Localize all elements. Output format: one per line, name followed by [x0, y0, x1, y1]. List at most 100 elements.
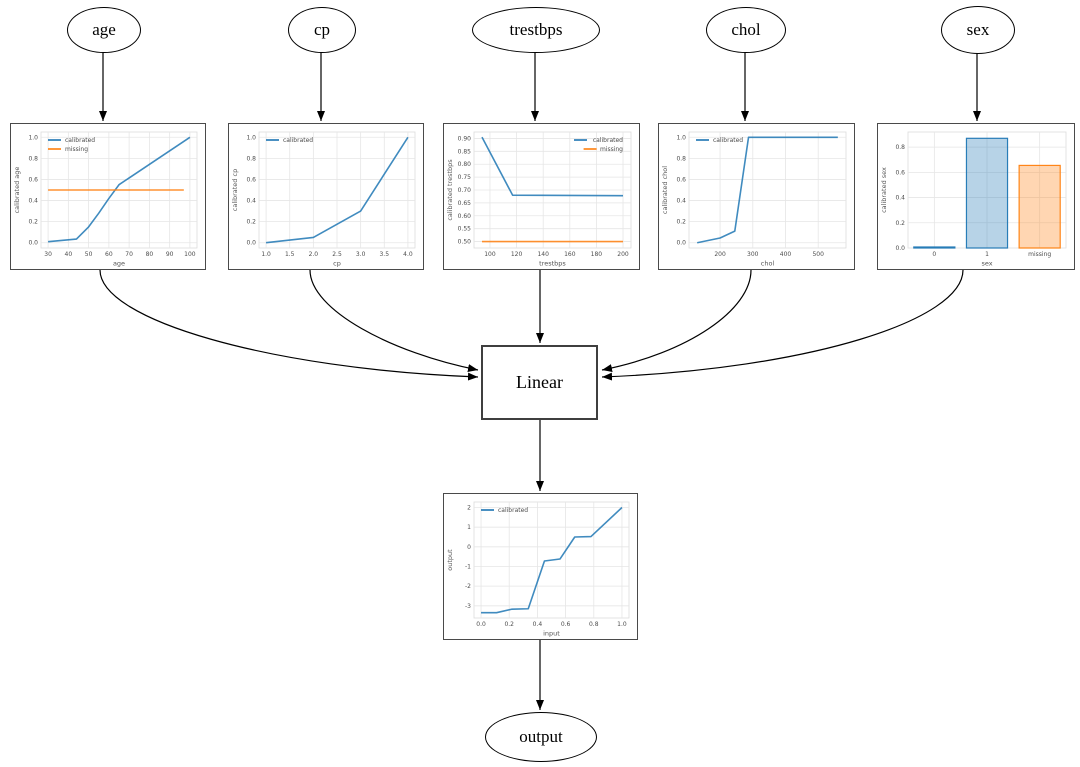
- svg-text:1.5: 1.5: [285, 251, 295, 258]
- svg-text:missing: missing: [600, 146, 623, 153]
- svg-text:2: 2: [467, 505, 471, 512]
- input-node-chol-label: chol: [731, 20, 761, 39]
- svg-text:calibrated: calibrated: [593, 137, 623, 144]
- svg-text:1.0: 1.0: [617, 621, 627, 628]
- input-node-age-label: age: [92, 20, 116, 39]
- svg-text:400: 400: [780, 251, 792, 258]
- svg-text:0.8: 0.8: [28, 155, 38, 162]
- input-node-age: age: [67, 7, 141, 53]
- svg-text:200: 200: [714, 251, 726, 258]
- svg-text:300: 300: [747, 251, 759, 258]
- svg-text:140: 140: [537, 251, 549, 258]
- svg-text:120: 120: [511, 251, 523, 258]
- svg-text:0.4: 0.4: [246, 198, 256, 205]
- svg-text:0.2: 0.2: [504, 621, 514, 628]
- svg-text:trestbps: trestbps: [539, 260, 566, 268]
- svg-text:70: 70: [125, 251, 133, 258]
- edge-age-calibrator-to-linear: [99, 269, 479, 381]
- svg-text:0.60: 0.60: [458, 213, 472, 220]
- svg-text:0.6: 0.6: [895, 169, 905, 176]
- svg-text:calibrated age: calibrated age: [13, 167, 21, 214]
- svg-text:180: 180: [591, 251, 603, 258]
- svg-text:0.0: 0.0: [476, 621, 486, 628]
- svg-text:1: 1: [467, 524, 471, 531]
- svg-text:0.4: 0.4: [28, 198, 38, 205]
- svg-text:1: 1: [985, 251, 989, 258]
- svg-text:2.5: 2.5: [332, 251, 342, 258]
- svg-text:40: 40: [65, 251, 73, 258]
- svg-text:0.8: 0.8: [589, 621, 599, 628]
- svg-text:0.0: 0.0: [895, 245, 905, 252]
- svg-text:0.50: 0.50: [458, 239, 472, 246]
- svg-text:0.8: 0.8: [676, 155, 686, 162]
- svg-text:200: 200: [617, 251, 629, 258]
- input-node-trestbps-label: trestbps: [509, 20, 563, 39]
- svg-text:0.6: 0.6: [561, 621, 571, 628]
- svg-text:2.0: 2.0: [309, 251, 319, 258]
- svg-text:30: 30: [44, 251, 52, 258]
- svg-text:100: 100: [184, 251, 196, 258]
- input-node-sex: sex: [941, 6, 1015, 54]
- svg-text:3.0: 3.0: [356, 251, 366, 258]
- svg-text:1.0: 1.0: [28, 134, 38, 141]
- svg-text:0.4: 0.4: [895, 195, 905, 202]
- svg-text:0.65: 0.65: [458, 200, 472, 207]
- svg-text:calibrated: calibrated: [283, 137, 313, 144]
- svg-text:0.80: 0.80: [458, 161, 472, 168]
- svg-text:0.6: 0.6: [28, 176, 38, 183]
- svg-text:160: 160: [564, 251, 576, 258]
- svg-text:age: age: [113, 260, 125, 268]
- svg-text:1.0: 1.0: [676, 134, 686, 141]
- input-node-cp-label: cp: [313, 20, 331, 39]
- svg-text:0.55: 0.55: [458, 226, 472, 233]
- svg-text:calibrated cp: calibrated cp: [231, 169, 239, 211]
- svg-text:0.4: 0.4: [533, 621, 543, 628]
- svg-text:0.4: 0.4: [676, 198, 686, 205]
- edge-sex-calibrator-to-linear: [601, 269, 964, 381]
- svg-text:0.2: 0.2: [676, 219, 686, 226]
- svg-text:0.70: 0.70: [458, 187, 472, 194]
- svg-text:1.0: 1.0: [261, 251, 271, 258]
- svg-text:calibrated: calibrated: [713, 137, 743, 144]
- svg-text:0.8: 0.8: [895, 144, 905, 151]
- svg-text:0.2: 0.2: [246, 219, 256, 226]
- svg-text:output: output: [446, 549, 454, 571]
- linear-node-label: Linear: [516, 372, 563, 392]
- input-node-trestbps: trestbps: [472, 7, 600, 53]
- svg-text:calibrated sex: calibrated sex: [880, 167, 888, 213]
- svg-text:missing: missing: [1028, 251, 1051, 258]
- svg-text:cp: cp: [333, 260, 341, 268]
- svg-text:calibrated: calibrated: [65, 137, 95, 144]
- svg-text:0.85: 0.85: [458, 148, 472, 155]
- svg-text:0.8: 0.8: [246, 155, 256, 162]
- svg-text:0.0: 0.0: [28, 240, 38, 247]
- svg-text:60: 60: [105, 251, 113, 258]
- svg-text:80: 80: [146, 251, 154, 258]
- svg-text:missing: missing: [65, 146, 88, 153]
- svg-text:0.0: 0.0: [246, 240, 256, 247]
- svg-text:calibrated trestbps: calibrated trestbps: [446, 159, 454, 221]
- input-node-sex-label: sex: [966, 20, 990, 39]
- svg-text:0.75: 0.75: [458, 174, 472, 181]
- svg-text:calibrated: calibrated: [498, 507, 528, 514]
- svg-text:sex: sex: [981, 260, 992, 268]
- svg-text:0.6: 0.6: [246, 176, 256, 183]
- svg-text:-2: -2: [465, 583, 471, 590]
- svg-text:-1: -1: [465, 563, 471, 570]
- svg-text:0.0: 0.0: [676, 240, 686, 247]
- svg-text:0.2: 0.2: [895, 220, 905, 227]
- svg-text:chol: chol: [761, 260, 775, 268]
- svg-text:1.0: 1.0: [246, 134, 256, 141]
- svg-text:3.5: 3.5: [379, 251, 389, 258]
